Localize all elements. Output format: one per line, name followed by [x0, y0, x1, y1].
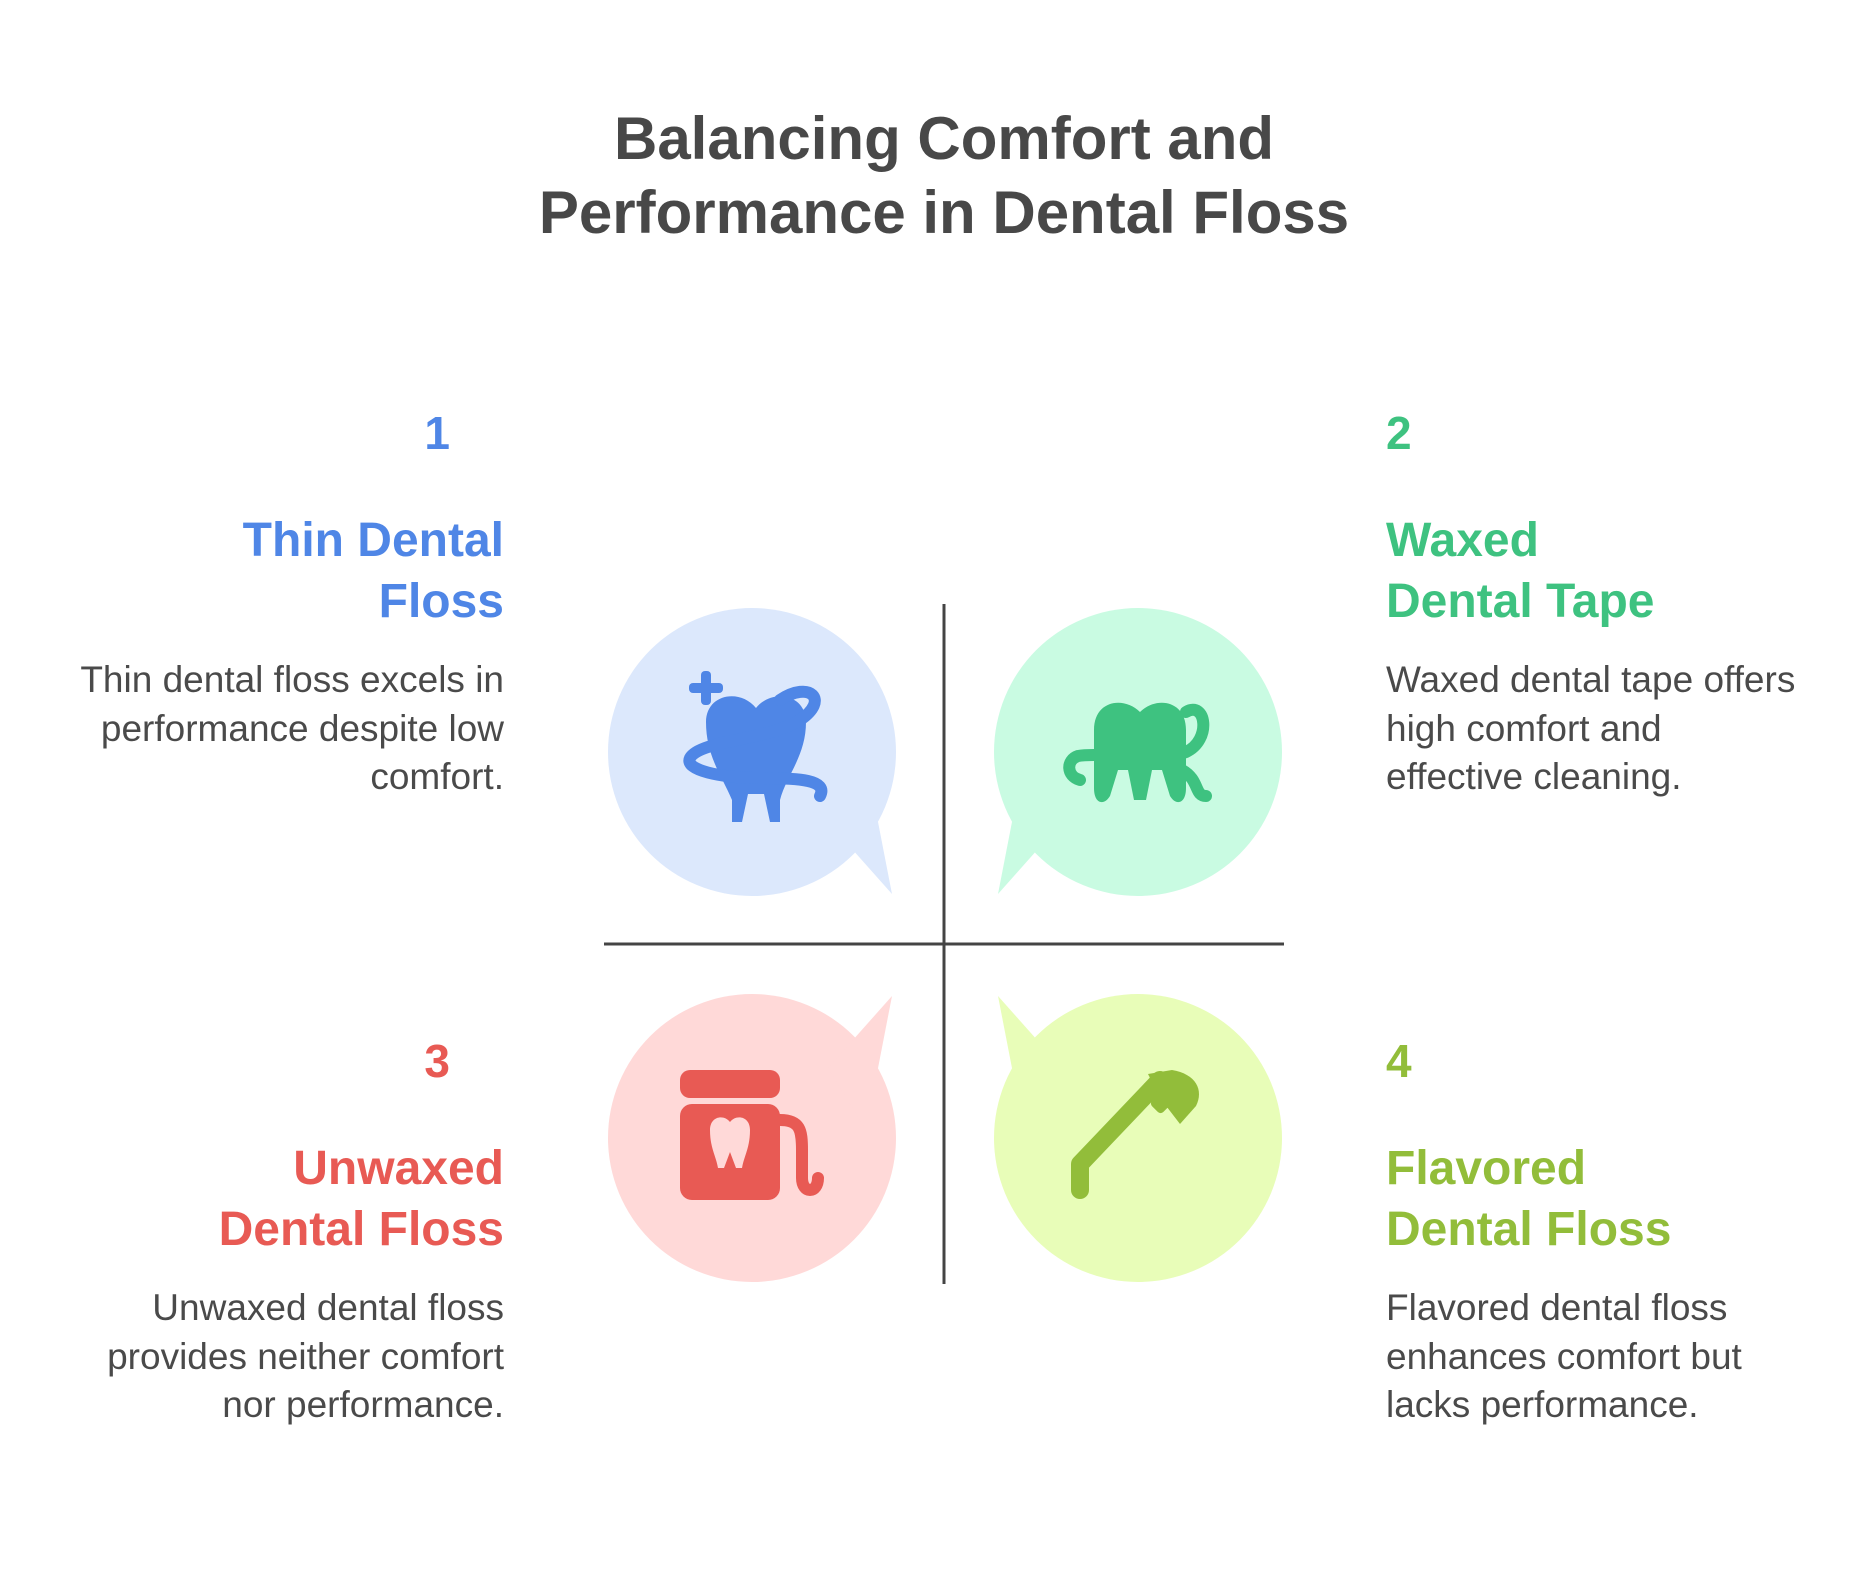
quadrant-2-heading-line-1: Waxed — [1386, 514, 1539, 567]
quadrant-4-heading: Flavored Dental Floss — [1386, 1138, 1806, 1260]
quadrant-3-heading-line-2: Dental Floss — [218, 1203, 504, 1256]
quadrant-1-description: Thin dental floss excels in performance … — [80, 659, 504, 797]
title-line-2: Performance in Dental Floss — [538, 179, 1350, 246]
quadrant-1-number: 1 — [424, 407, 450, 459]
floss-pick-icon — [1071, 1070, 1199, 1199]
quadrant-1-heading-line-1: Thin Dental — [242, 514, 504, 567]
quadrant-4-description: Flavored dental floss enhances comfort b… — [1386, 1287, 1742, 1425]
quadrant-1-heading-line-2: Floss — [378, 575, 504, 628]
title-line-1: Balancing Comfort and — [613, 105, 1275, 172]
quadrant-3-description: Unwaxed dental floss provides neither co… — [107, 1287, 504, 1425]
page-title: Balancing Comfort and Performance in Den… — [0, 102, 1860, 250]
quadrant-2-heading: Waxed Dental Tape — [1386, 510, 1806, 632]
quadrant-3-heading: Unwaxed Dental Floss — [84, 1138, 504, 1260]
quadrant-2-description: Waxed dental tape offers high comfort an… — [1386, 659, 1796, 797]
quadrant-3-heading-line-1: Unwaxed — [293, 1142, 504, 1195]
quadrant-2-heading-line-2: Dental Tape — [1386, 575, 1655, 628]
quadrant-4-bubble — [994, 994, 1282, 1282]
quadrant-2-number: 2 — [1386, 407, 1412, 459]
quadrant-4-heading-line-1: Flavored — [1386, 1142, 1587, 1195]
tooth-wrapped-tape-icon — [1063, 702, 1212, 803]
quadrant-1-heading: Thin Dental Floss — [84, 510, 504, 632]
quadrant-4-number: 4 — [1386, 1035, 1412, 1087]
quadrant-3-number: 3 — [424, 1035, 450, 1087]
floss-container-icon — [680, 1070, 824, 1200]
quadrant-4-heading-line-2: Dental Floss — [1386, 1203, 1672, 1256]
tooth-with-floss-sparkle-icon — [683, 671, 828, 822]
